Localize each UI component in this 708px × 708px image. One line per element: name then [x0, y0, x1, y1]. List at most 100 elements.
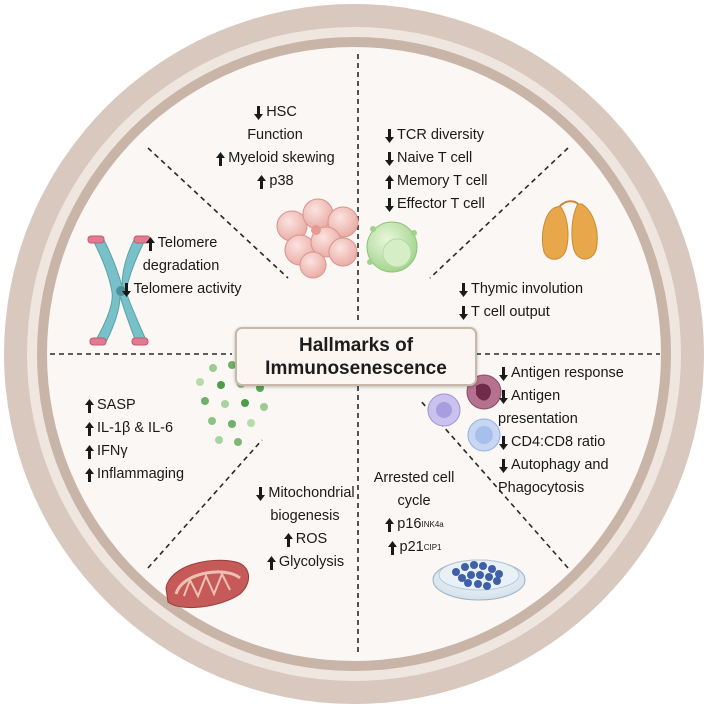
telomere-line: Telomere activity	[106, 278, 256, 301]
down-arrow-icon	[384, 151, 395, 167]
sasp-line: Inflammaging	[84, 463, 224, 486]
antigen-line: Phagocytosis	[498, 477, 648, 500]
segment-dividers	[50, 54, 660, 656]
title-box: Hallmarks of Immunosenescence	[235, 327, 477, 386]
up-arrow-icon	[384, 174, 395, 190]
mito-text: biogenesis	[270, 508, 340, 524]
hsc-cluster-icon	[276, 198, 359, 279]
cellcycle-line: cycle	[366, 490, 462, 513]
thymus-text: Thymic involution	[471, 281, 584, 297]
hsc-text: p38	[269, 173, 294, 189]
thymus-text: T cell output	[471, 304, 550, 320]
mito-text: Mitochondrial	[268, 485, 355, 501]
down-arrow-icon	[458, 305, 469, 321]
tcell-line: TCR diversity	[384, 124, 524, 147]
up-arrow-icon	[256, 174, 267, 190]
sasp-text: SASP	[97, 397, 136, 413]
mito-text: Glycolysis	[278, 554, 345, 570]
tcell-text: TCR diversity	[397, 127, 485, 143]
up-arrow-icon	[215, 151, 226, 167]
mitochondrion-icon	[165, 559, 249, 608]
up-arrow-icon	[84, 421, 95, 437]
telomere-text: degradation	[142, 258, 220, 274]
segment-thymus: Thymic involution T cell output	[458, 278, 608, 324]
sasp-line: IL-1β & IL-6	[84, 417, 224, 440]
antigen-line: Antigen	[498, 385, 648, 408]
title-line-1: Hallmarks of	[298, 334, 414, 356]
telomere-text: Telomere	[157, 235, 218, 251]
up-arrow-icon	[84, 444, 95, 460]
mito-line: biogenesis	[240, 505, 370, 528]
telomere-text: Telomere activity	[133, 281, 242, 297]
hsc-line: HSC	[190, 101, 360, 124]
antigen-text: Phagocytosis	[498, 480, 585, 496]
hsc-line: p38	[190, 170, 360, 193]
thymus-line: T cell output	[458, 301, 608, 324]
antigen-text: presentation	[498, 411, 578, 427]
antigen-text: Antigen	[511, 388, 561, 404]
hsc-line: Myeloid skewing	[190, 147, 360, 170]
hsc-text: Myeloid skewing	[228, 150, 335, 166]
hsc-text: HSC	[266, 104, 297, 120]
tcell-line: Naive T cell	[384, 147, 524, 170]
tcell-text: Memory T cell	[397, 173, 488, 189]
cellcycle-text: p21	[399, 539, 424, 555]
telomere-line: degradation	[106, 255, 256, 278]
antigen-text: Antigen response	[511, 365, 624, 381]
chromosome-icon	[87, 235, 151, 346]
cellcycle-text: Arrested cell	[373, 470, 455, 486]
mito-line: Mitochondrial	[240, 482, 370, 505]
antigen-line: Antigen response	[498, 362, 648, 385]
tcell-text: Effector T cell	[397, 196, 485, 212]
tcell-line: Effector T cell	[384, 193, 524, 216]
sasp-line: SASP	[84, 394, 224, 417]
up-arrow-icon	[384, 517, 395, 533]
up-arrow-icon	[387, 540, 398, 556]
up-arrow-icon	[145, 236, 156, 252]
up-arrow-icon	[84, 398, 95, 414]
sasp-text: IL-1β & IL-6	[97, 420, 174, 436]
up-arrow-icon	[84, 467, 95, 483]
antigen-text: Autophagy and	[511, 457, 609, 473]
sasp-text: IFNγ	[97, 443, 128, 459]
immune-cells-icon	[427, 374, 502, 452]
sasp-line: IFNγ	[84, 440, 224, 463]
down-arrow-icon	[498, 366, 509, 382]
hsc-text: Function	[247, 127, 303, 143]
petri-dish-icon	[432, 559, 526, 601]
up-arrow-icon	[283, 532, 294, 548]
down-arrow-icon	[384, 197, 395, 213]
down-arrow-icon	[121, 282, 132, 298]
thymus-line: Thymic involution	[458, 278, 608, 301]
hsc-line: Function	[190, 124, 360, 147]
down-arrow-icon	[458, 282, 469, 298]
down-arrow-icon	[498, 389, 509, 405]
down-arrow-icon	[253, 105, 264, 121]
mito-line: ROS	[240, 528, 370, 551]
tcell-text: Naive T cell	[397, 150, 473, 166]
cellcycle-line: Arrested cell	[366, 467, 462, 490]
up-arrow-icon	[266, 555, 277, 571]
mito-line: Glycolysis	[240, 551, 370, 574]
down-arrow-icon	[498, 458, 509, 474]
cellcycle-text: p16	[397, 516, 422, 532]
antigen-line: presentation	[498, 408, 648, 431]
mito-text: ROS	[295, 531, 328, 547]
antigen-text: CD4:CD8 ratio	[511, 434, 606, 450]
t-cell-icon	[366, 221, 418, 273]
telomere-line: Telomere	[106, 232, 256, 255]
title-line-2: Immunosenescence	[265, 357, 447, 379]
down-arrow-icon	[255, 486, 266, 502]
cellcycle-text: cycle	[397, 493, 431, 509]
antigen-line: CD4:CD8 ratio	[498, 431, 648, 454]
antigen-line: Autophagy and	[498, 454, 648, 477]
down-arrow-icon	[498, 435, 509, 451]
